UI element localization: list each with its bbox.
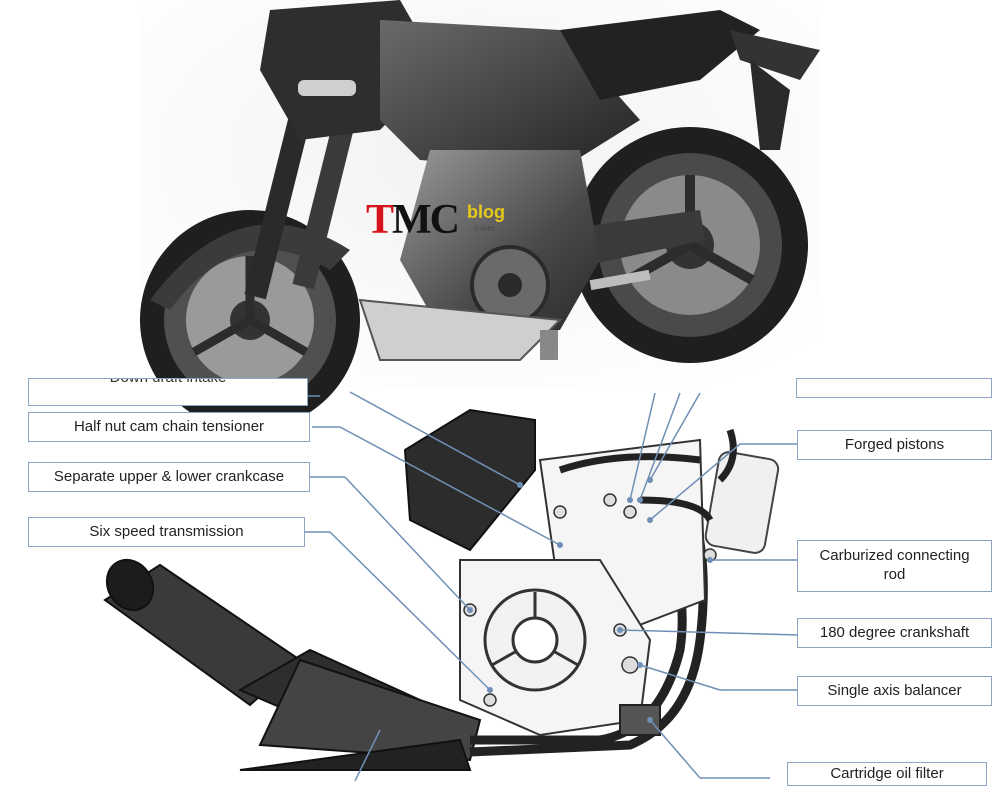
label-oil-filter-text: Cartridge oil filter (830, 765, 944, 782)
watermark-logo: TMC (366, 196, 460, 244)
label-connecting-rod: Carburized connecting rod (797, 540, 992, 592)
watermark-blog: blog (467, 202, 505, 222)
label-transmission: Six speed transmission (28, 517, 305, 547)
label-forged-pistons-text: Forged pistons (844, 435, 945, 453)
label-crankshaft-text: 180 degree crankshaft (819, 623, 970, 641)
label-cam-chain-tensioner: Half nut cam chain tensioner (28, 412, 310, 442)
label-crankcase: Separate upper & lower crankcase (28, 462, 310, 492)
label-transmission-text: Six speed transmission (89, 522, 244, 540)
watermark-mc: MC (392, 197, 460, 243)
label-balancer: Single axis balancer (797, 676, 992, 706)
label-oil-filter: Cartridge oil filter (787, 762, 987, 786)
label-balancer-text: Single axis balancer (827, 681, 962, 699)
label-crankcase-text: Separate upper & lower crankcase (53, 467, 285, 485)
label-crankshaft: 180 degree crankshaft (797, 618, 992, 648)
watermark-sub: c-o-m (474, 224, 495, 233)
label-top-right-cut (796, 378, 992, 398)
label-top-left-cut-text: Down draft intake (110, 379, 227, 388)
label-forged-pistons: Forged pistons (797, 430, 992, 460)
label-connecting-rod-text: Carburized connecting rod (819, 547, 970, 583)
label-top-left-cut: Down draft intake (28, 378, 308, 406)
label-cam-chain-tensioner-text: Half nut cam chain tensioner (73, 417, 265, 435)
watermark-t: T (366, 197, 394, 243)
